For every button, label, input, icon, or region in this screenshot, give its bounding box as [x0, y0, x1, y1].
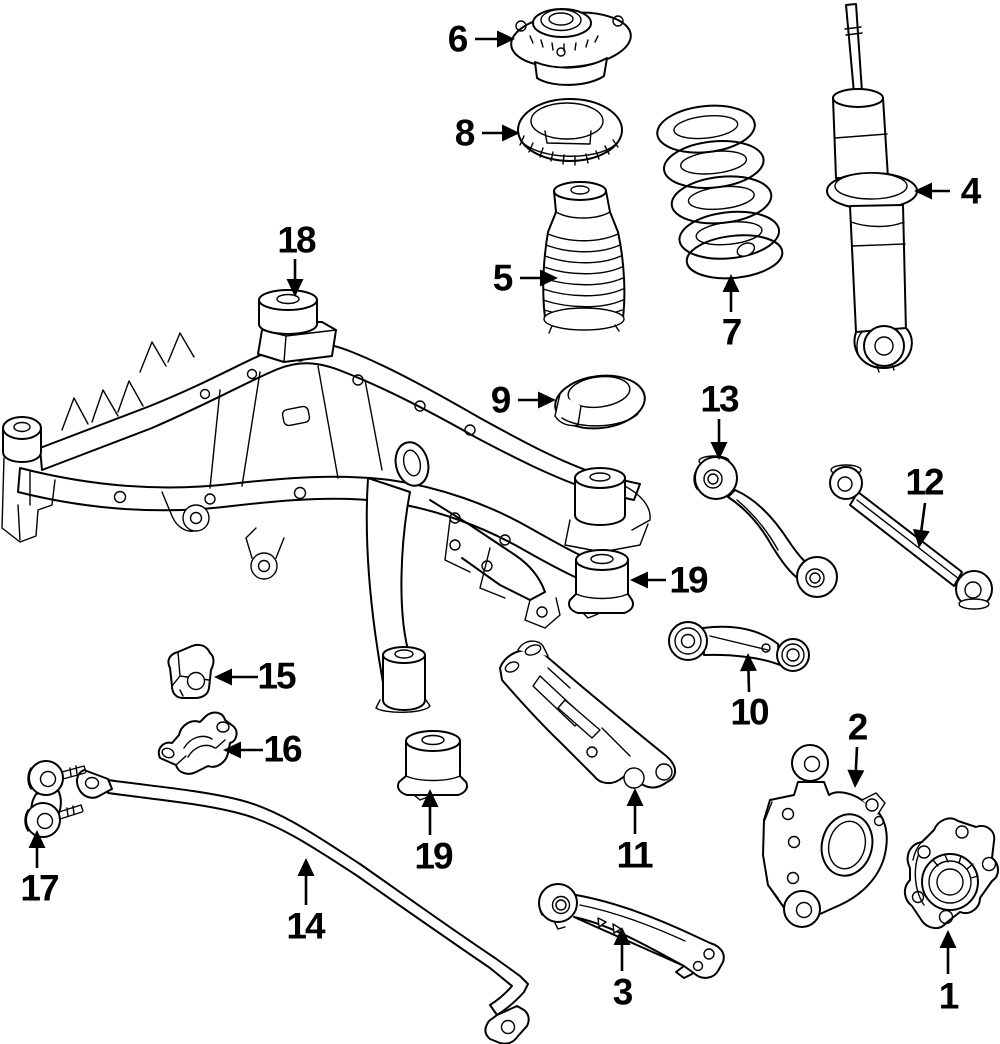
callout-shock-absorber[interactable]: 4 — [914, 171, 984, 212]
part-stabilizer-link — [24, 760, 87, 838]
callout-lateral-link[interactable]: 12 — [905, 462, 946, 549]
callout-number: 1 — [939, 976, 959, 1017]
part-knuckle — [762, 744, 888, 928]
part-lower-spring-pad — [554, 374, 646, 430]
callout-lower-control-arm[interactable]: 11 — [616, 788, 655, 876]
callout-arrowhead — [722, 274, 740, 292]
callout-number: 8 — [455, 113, 475, 154]
callout-number: 11 — [616, 835, 653, 876]
part-lower-control-arm — [499, 640, 677, 789]
callout-number: 9 — [491, 380, 511, 421]
callout-arrowhead — [710, 442, 728, 460]
callout-number: 3 — [613, 972, 633, 1013]
callout-number: 10 — [730, 692, 769, 733]
callout-number: 15 — [257, 656, 296, 697]
part-stabilizer-bracket — [157, 711, 238, 775]
part-dust-boot — [542, 181, 626, 334]
part-upper-link — [668, 621, 810, 672]
part-upper-control-arm — [693, 455, 838, 598]
callout-arrowhead — [538, 391, 556, 409]
callout-coil-spring[interactable]: 7 — [722, 274, 743, 353]
callout-arrowhead — [939, 930, 957, 948]
part-upper-spring-seat — [517, 98, 623, 166]
callout-subframe-bushing-front[interactable]: 19 — [414, 789, 455, 877]
callout-number: 14 — [286, 906, 326, 947]
callout-stabilizer-bushing[interactable]: 15 — [214, 656, 298, 697]
callout-arrowhead — [613, 927, 631, 945]
callout-arrowhead — [912, 529, 930, 548]
callout-arrowhead — [421, 789, 439, 807]
callout-arrowhead — [28, 830, 46, 848]
callout-number: 2 — [848, 707, 868, 748]
part-trailing-arm — [538, 883, 725, 979]
callout-number: 5 — [493, 258, 513, 299]
callout-subframe-mount-bushing[interactable]: 18 — [277, 220, 318, 298]
callout-stabilizer-bar[interactable]: 14 — [286, 858, 328, 947]
callout-stabilizer-link[interactable]: 17 — [20, 830, 60, 909]
part-lateral-link — [829, 464, 993, 610]
callout-arrowhead — [497, 30, 515, 48]
callout-arrowhead — [847, 769, 865, 788]
part-subframe-bushing-rear — [568, 549, 634, 619]
callout-wheel-hub-bearing[interactable]: 1 — [939, 930, 961, 1017]
part-subframe-bushing-front — [397, 730, 468, 801]
callout-arrowhead — [502, 124, 520, 142]
callout-arrow-line — [854, 746, 859, 771]
callout-arrowhead — [626, 788, 644, 806]
part-stabilizer-bushing — [167, 643, 215, 699]
callout-strut-mount[interactable]: 6 — [448, 19, 515, 60]
callout-arrowhead — [223, 741, 241, 759]
callout-arrow-line — [920, 502, 927, 531]
callout-number: 17 — [20, 868, 58, 909]
callout-upper-spring-seat[interactable]: 8 — [455, 113, 520, 154]
callout-upper-link[interactable]: 10 — [730, 653, 771, 733]
part-strut-mount — [510, 8, 632, 86]
callout-arrowhead — [630, 571, 648, 589]
callout-number: 4 — [961, 171, 982, 212]
callout-subframe-bushing-rear[interactable]: 19 — [630, 560, 710, 601]
callout-number: 13 — [700, 379, 739, 420]
callout-knuckle[interactable]: 2 — [847, 707, 870, 789]
callout-number: 19 — [669, 560, 708, 601]
callout-arrowhead — [914, 182, 932, 200]
part-wheel-hub — [904, 817, 999, 929]
callout-lower-spring-pad[interactable]: 9 — [491, 380, 556, 421]
callout-stabilizer-bracket[interactable]: 16 — [223, 729, 304, 770]
callout-arrowhead — [739, 653, 757, 672]
callout-arrowhead — [214, 668, 232, 686]
callout-number: 6 — [448, 19, 468, 60]
part-coil-spring — [656, 104, 784, 280]
callout-number: 19 — [414, 836, 453, 877]
callout-arrow-line — [747, 670, 751, 693]
part-shock-absorber — [826, 3, 918, 373]
callout-number: 16 — [263, 729, 302, 770]
callout-dust-boot-bump-stop[interactable]: 5 — [493, 258, 558, 299]
callout-upper-control-arm[interactable]: 13 — [700, 379, 741, 461]
part-subframe-crossmember — [1, 289, 651, 713]
callout-number: 12 — [905, 462, 944, 503]
callout-arrowhead — [297, 858, 315, 876]
callout-number: 18 — [277, 220, 316, 261]
callout-number: 7 — [722, 312, 741, 353]
callout-arrowhead — [286, 279, 304, 297]
callout-trailing-arm[interactable]: 3 — [613, 927, 635, 1013]
callout-arrowhead — [540, 269, 558, 287]
